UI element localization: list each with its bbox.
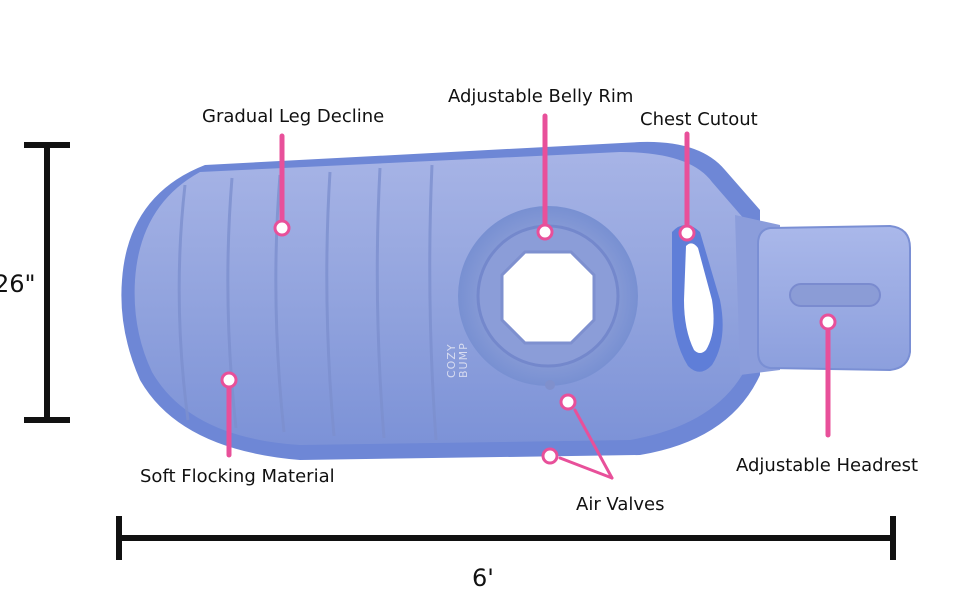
- label-adjustable-headrest: Adjustable Headrest: [736, 455, 918, 476]
- label-chest-cutout: Chest Cutout: [640, 109, 758, 130]
- callout-dot-air-valve-2: [541, 447, 559, 465]
- headrest-slot: [789, 283, 881, 307]
- brand-line-2: BUMP: [457, 342, 470, 378]
- callout-line-air-valve-1: [573, 408, 614, 480]
- callout-dot-flocking: [220, 371, 238, 389]
- brand-logo: COZY BUMP: [445, 342, 470, 378]
- width-dimension-label: 26": [0, 270, 36, 298]
- chest-cutout-opening: [684, 243, 714, 353]
- callout-dot-headrest: [819, 313, 837, 331]
- brand-line-1: COZY: [445, 343, 458, 378]
- callout-dot-chest-cutout: [678, 224, 696, 242]
- width-dimension: [24, 142, 70, 423]
- callout-dot-belly-rim: [536, 223, 554, 241]
- length-dimension-label: 6': [472, 564, 494, 592]
- mattress: COZY BUMP: [121, 141, 911, 460]
- length-dimension: [116, 516, 896, 560]
- callout-dot-leg-decline: [273, 219, 291, 237]
- label-soft-flocking-material: Soft Flocking Material: [140, 466, 335, 487]
- air-valve-top: [545, 380, 555, 390]
- callouts: [220, 113, 837, 480]
- mattress-top: [134, 152, 745, 445]
- belly-cutout: [500, 250, 596, 345]
- callout-dot-air-valve-1: [559, 393, 577, 411]
- label-adjustable-belly-rim: Adjustable Belly Rim: [448, 86, 633, 107]
- label-air-valves: Air Valves: [576, 494, 665, 515]
- leg-decline-ridges: [177, 164, 438, 441]
- label-gradual-leg-decline: Gradual Leg Decline: [202, 106, 384, 127]
- callout-line-air-valve-2: [558, 456, 614, 480]
